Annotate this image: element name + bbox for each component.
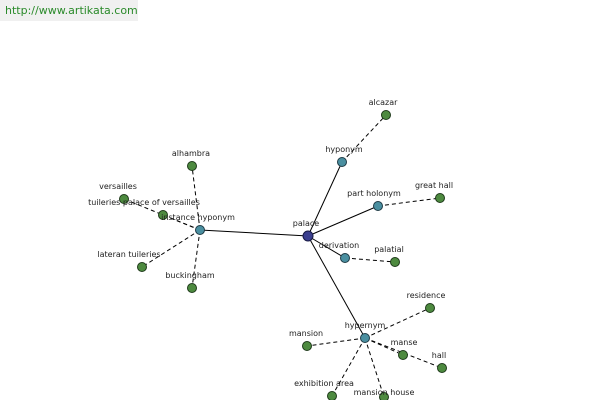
node-palatial[interactable]	[390, 257, 400, 267]
node-buckingham[interactable]	[187, 283, 197, 293]
node-lateran-tuileries[interactable]	[137, 262, 147, 272]
label-palatial: palatial	[374, 245, 404, 254]
node-palace[interactable]	[302, 230, 314, 242]
label-hypernym: hypernym	[345, 321, 386, 330]
node-alcazar[interactable]	[381, 110, 391, 120]
label-derivation: derivation	[319, 241, 359, 250]
label-mansion: mansion	[289, 329, 323, 338]
label-buckingham: buckingham	[165, 271, 215, 280]
edge-instance-hyponym-lateran-tuileries	[141, 229, 201, 268]
node-mansion-house[interactable]	[379, 392, 389, 400]
edge-derivation-palatial	[344, 257, 396, 263]
edge-instance-hyponym-alhambra	[191, 165, 201, 231]
label-lateran-tuileries: lateran tuileries	[97, 250, 160, 259]
node-mansion[interactable]	[302, 341, 312, 351]
node-hall[interactable]	[437, 363, 447, 373]
label-versailles: versailles	[99, 182, 137, 191]
edge-hypernym	[307, 235, 366, 339]
edge-derivation	[307, 235, 346, 259]
label-instance-hyponym: instance hyponym	[161, 213, 235, 222]
node-hyponym[interactable]	[337, 157, 347, 167]
edge-hypernym-residence	[364, 307, 431, 339]
edge-hyponym	[307, 161, 343, 237]
edge-hypernym-mansion	[306, 337, 366, 347]
label-alcazar: alcazar	[369, 98, 399, 107]
edge-part-holonym-great-hall	[377, 197, 441, 207]
label-layer: palace hyponym alcazar part holonym great ha…	[88, 98, 453, 397]
node-instance-hyponym[interactable]	[195, 225, 205, 235]
node-derivation[interactable]	[340, 253, 350, 263]
node-versailles[interactable]	[119, 194, 129, 204]
label-tuileries-palace-of-versailles: tuileries palace of versailles	[88, 198, 200, 207]
label-exhibition-area: exhibition area	[294, 379, 354, 388]
label-mansion-house: mansion house	[354, 388, 415, 397]
label-residence: residence	[407, 291, 446, 300]
edge-part-holonym	[307, 205, 379, 237]
edge-hyponym-alcazar	[341, 114, 387, 163]
label-hall: hall	[432, 351, 446, 360]
node-hypernym[interactable]	[360, 333, 370, 343]
node-part-holonym[interactable]	[373, 201, 383, 211]
label-part-holonym: part holonym	[347, 189, 401, 198]
node-alhambra[interactable]	[187, 161, 197, 171]
label-alhambra: alhambra	[172, 149, 210, 158]
source-url[interactable]: http://www.artikata.com	[0, 0, 138, 21]
node-manse[interactable]	[398, 350, 408, 360]
node-residence[interactable]	[425, 303, 435, 313]
edge-instance-hyponym	[199, 229, 309, 237]
label-palace: palace	[293, 219, 320, 228]
node-exhibition-area[interactable]	[327, 391, 337, 400]
node-layer	[119, 110, 447, 400]
label-great-hall: great hall	[415, 181, 453, 190]
edge-layer	[123, 114, 443, 398]
edge-hypernym-mansion-house	[364, 337, 385, 398]
edge-instance-hyponym-buckingham	[191, 229, 201, 289]
label-manse: manse	[391, 338, 418, 347]
node-great-hall[interactable]	[435, 193, 445, 203]
node-tuileries-palace-of-versailles[interactable]	[158, 210, 168, 220]
label-hyponym: hyponym	[325, 145, 363, 154]
